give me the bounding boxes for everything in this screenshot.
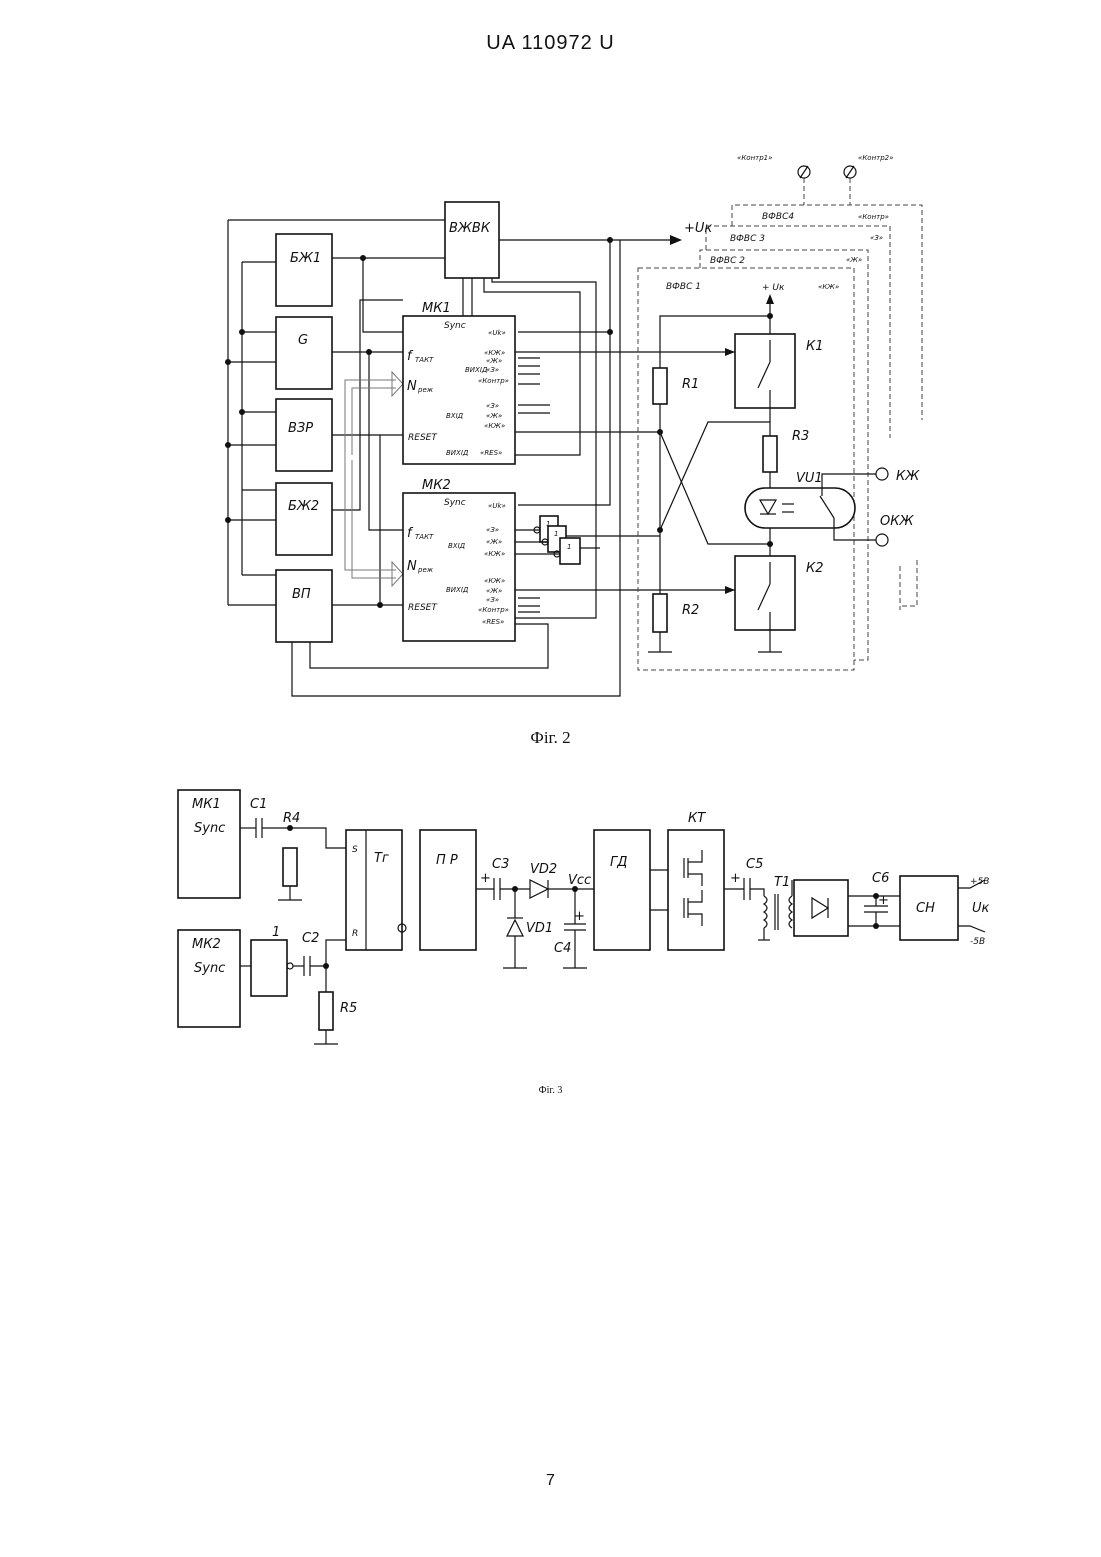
svg-text:ГД: ГД bbox=[610, 855, 627, 870]
fig3-input-1: С1 R4 bbox=[240, 797, 346, 900]
svg-text:С6: С6 bbox=[872, 871, 889, 886]
svg-text:+: + bbox=[878, 893, 889, 908]
svg-text:С2: С2 bbox=[302, 931, 319, 946]
svg-text:VD1: VD1 bbox=[526, 921, 553, 936]
svg-text:Vcc: Vcc bbox=[568, 873, 591, 888]
svg-text:П Р: П Р bbox=[436, 853, 458, 868]
svg-text:1: 1 bbox=[272, 925, 280, 940]
svg-text:VD2: VD2 bbox=[530, 862, 557, 877]
fig3-rectifier: + С3 VD2 Vcc VD1 + С4 bbox=[480, 857, 594, 968]
svg-text:КТ: КТ bbox=[688, 811, 706, 826]
svg-text:R4: R4 bbox=[283, 811, 300, 826]
fig3-mk1: МК1 Sync bbox=[178, 790, 240, 898]
svg-text:R: R bbox=[352, 929, 358, 939]
fig3-pr: П Р bbox=[420, 830, 494, 950]
fig3-bridge: + С6 bbox=[794, 871, 900, 936]
fig3-gd: ГД bbox=[594, 830, 668, 950]
svg-text:МК1: МК1 bbox=[192, 797, 221, 812]
svg-text:+5В: +5В bbox=[970, 877, 989, 887]
svg-text:МК2: МК2 bbox=[192, 937, 221, 952]
svg-text:Т1: Т1 bbox=[774, 875, 790, 890]
svg-text:Тг: Тг bbox=[374, 851, 389, 866]
fig3-input-2: 1 С2 R5 bbox=[240, 925, 357, 1044]
fig3-trigger: S R Тг bbox=[346, 830, 406, 950]
figure-3-caption: Фіг. 3 bbox=[0, 1085, 1101, 1096]
fig3-sn: СН +5В Uк -5В bbox=[900, 876, 990, 947]
svg-text:R5: R5 bbox=[340, 1001, 357, 1016]
svg-text:С5: С5 bbox=[746, 857, 763, 872]
svg-text:-5В: -5В bbox=[970, 937, 985, 947]
svg-text:+: + bbox=[574, 909, 585, 924]
fig3-mk2: МК2 Sync bbox=[178, 930, 240, 1027]
figure-3: МК1 Sync МК2 Sync С1 R4 1 bbox=[0, 0, 1101, 1080]
svg-text:S: S bbox=[352, 845, 358, 855]
fig3-transformer: + С5 Т1 bbox=[730, 857, 792, 940]
svg-text:Sync: Sync bbox=[194, 821, 225, 836]
svg-text:С3: С3 bbox=[492, 857, 509, 872]
svg-text:СН: СН bbox=[916, 901, 935, 916]
svg-text:Sync: Sync bbox=[194, 961, 225, 976]
page-number: 7 bbox=[0, 1472, 1101, 1490]
svg-text:+: + bbox=[730, 871, 741, 886]
svg-text:С4: С4 bbox=[554, 941, 571, 956]
svg-text:С1: С1 bbox=[250, 797, 267, 812]
svg-text:+: + bbox=[480, 871, 491, 886]
svg-text:Uк: Uк bbox=[972, 901, 990, 916]
